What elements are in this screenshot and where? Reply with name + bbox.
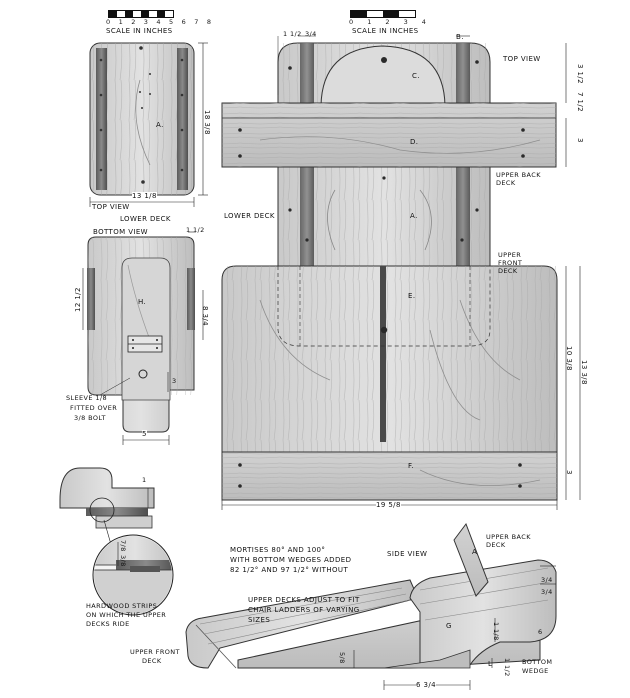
scale-bar-right [350,10,416,18]
detail-dim-1: 1 [142,476,147,484]
scale-bar-left [108,10,174,18]
side-view [185,522,557,690]
main-part-a: A. [410,212,418,220]
main-part-d: D. [410,138,419,146]
sleeve-note-1: SLEEVE 1/8 [66,394,108,402]
lower-deck-dim-height: 18 3/8 [203,110,211,135]
bottom-view-dim-side: 8 3/4 [201,306,209,326]
strip-detail [59,467,174,616]
main-part-b: B. [456,33,464,41]
side-dim-4: 6 [538,628,543,636]
bottom-wedge-1: BOTTOM [522,658,553,666]
scale-label-left: SCALE IN INCHES [106,27,173,35]
side-dim-2: 3/4 [541,588,553,596]
side-view-title: SIDE VIEW [387,550,428,558]
adjust-note-2: CHAIR LADDERS OF VARYING [248,606,360,614]
lower-deck-top-view-title: TOP VIEW [92,203,130,211]
lower-deck-part-a: A. [156,121,164,129]
main-dim-right-2: 7 1/2 [576,92,584,112]
mortise-note-2: WITH BOTTOM WEDGES ADDED [230,556,352,564]
side-dim-6: 1 1/2 [503,658,511,677]
detail-dim-3: 3/8 [119,555,127,567]
main-dim-right-1: 3 1/2 [576,64,584,84]
side-dim-7: 6 3/4 [416,681,436,689]
scale-label-right: SCALE IN INCHES [352,27,419,35]
main-top-view [221,35,581,510]
label-upper-front-deck: UPPER FRONT DECK [498,251,523,275]
main-dim-bottom: 19 5/8 [376,501,401,509]
scale-numbers-left: 0 1 2 3 4 5 6 7 8 [106,18,215,26]
main-top-view-title: TOP VIEW [503,55,541,63]
sleeve-note-3: 3/8 BOLT [74,414,106,422]
scale-numbers-right: 0 1 2 3 4 [349,18,432,26]
detail-dim-2: 7/8 [119,540,127,552]
main-dim-right-5: 13 3/8 [580,360,588,385]
side-upper-front-1: UPPER FRONT [130,648,180,656]
bottom-view-dim-top: 1 1/2 [186,226,205,234]
side-part-l: L [488,660,493,668]
detail-note-3: DECKS RIDE [86,620,130,628]
lower-deck-top-view [89,42,208,207]
adjust-note-3: SIZES [248,616,271,624]
side-part-a: A [472,548,478,556]
bottom-view-title: BOTTOM VIEW [93,228,148,236]
side-upper-front-2: DECK [142,657,162,665]
side-dim-3: 1 1/8 [492,622,500,641]
mortise-note-3: 82 1/2° AND 97 1/2° WITHOUT [230,566,349,574]
main-dim-right-4: 10 3/8 [565,346,573,371]
bottom-view-dim-bottom: 5 [142,430,147,438]
label-upper-back-deck: UPPER BACK DECK [496,171,541,187]
bottom-view-dim-left: 12 1/2 [74,287,82,312]
lower-deck-caption: LOWER DECK [120,215,171,223]
side-part-g: G [446,622,452,630]
main-dim-right-3: 3 [576,138,584,143]
main-dim-right-6: 3 [565,470,573,475]
bottom-view-part-h: H. [138,298,147,306]
lower-deck-dim-width: 13 1/8 [132,192,157,200]
mortise-note-1: MORTISES 80° AND 100° [230,546,326,554]
main-dim-top-b: 3/4 [305,30,317,38]
detail-note-2: ON WHICH THE UPPER [86,611,167,619]
label-lower-deck: LOWER DECK [224,212,275,220]
main-part-f: F. [408,462,414,470]
adjust-note-1: UPPER DECKS ADJUST TO FIT [248,596,360,604]
side-upper-back-deck: UPPER BACK DECK [486,533,531,549]
main-dim-top-a: 1 1/2 [283,30,302,38]
sleeve-note-2: FITTED OVER [70,404,118,412]
main-part-e: E. [408,292,416,300]
lower-deck-bottom-view [82,231,204,445]
bottom-view-dim-small: 3 [172,377,177,385]
side-dim-1: 3/4 [541,576,553,584]
bottom-wedge-2: WEDGE [522,667,549,675]
side-dim-5: 5/8 [338,652,346,664]
main-part-c: C. [412,72,420,80]
detail-note-1: HARDWOOD STRIPS [86,602,158,610]
